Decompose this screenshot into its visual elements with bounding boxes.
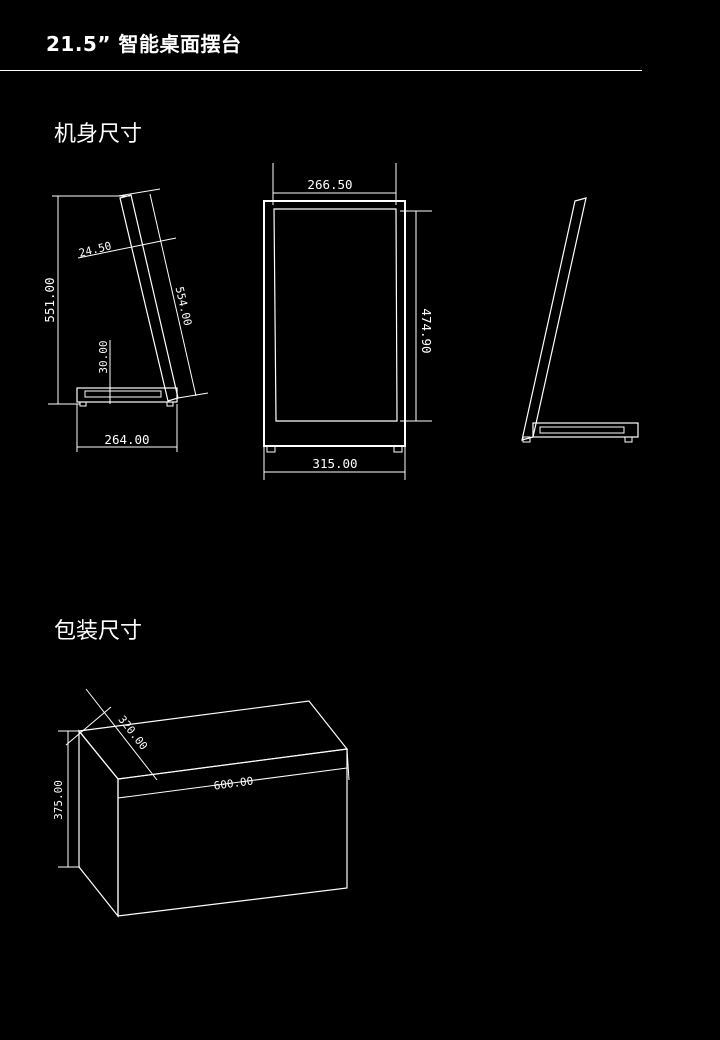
screen-length-bottom-ext: [177, 392, 209, 399]
page-title: 21.5” 智能桌面摆台: [46, 32, 242, 56]
profile-base-vent: [539, 426, 625, 434]
side-base-foot-right: [166, 401, 174, 407]
screen-thickness-label: 24.50: [78, 239, 113, 260]
side-base-vent: [84, 390, 162, 398]
box-length-label: 600.00: [213, 774, 254, 792]
base-height-label: 30.00: [97, 340, 110, 373]
profile-foot-left: [522, 436, 531, 443]
thickness-top-ext: [117, 188, 161, 197]
front-screen-area: [273, 208, 398, 422]
front-view-drawing: 266.50 474.90 315.00: [263, 163, 434, 480]
overall-height-label: 551.00: [42, 277, 57, 322]
thickness-dim-line: [77, 237, 177, 259]
box-depth-dim-line: [85, 688, 158, 781]
profile-foot-right: [624, 436, 633, 443]
side-screen-body: [119, 194, 179, 402]
side-base-foot-left: [79, 401, 87, 407]
box-length-dim-line: [117, 767, 348, 799]
base-depth-label: 264.00: [104, 432, 149, 447]
front-outer-frame: [263, 200, 406, 447]
box-height-label: 375.00: [52, 780, 65, 820]
screen-height-label: 474.90: [419, 308, 434, 353]
front-foot-left: [266, 445, 276, 453]
box-left-face: [78, 729, 119, 918]
overall-width-label: 315.00: [312, 456, 357, 471]
side-base: [76, 387, 178, 403]
package-dimensions-heading: 包装尺寸: [54, 619, 143, 644]
profile-base: [532, 422, 639, 438]
profile-screen-body: [521, 197, 587, 441]
side-view-profile: [521, 197, 639, 443]
front-foot-right: [393, 445, 403, 453]
box-length-right-ext: [346, 748, 350, 781]
side-view-drawing: 551.00 24.50 554.00 30.00 264.00: [42, 188, 209, 452]
body-dimensions-heading: 机身尺寸: [54, 122, 143, 147]
screen-length-dim-line: [149, 193, 197, 397]
box-top-face: [77, 700, 349, 780]
screen-width-label: 266.50: [307, 177, 352, 192]
box-depth-top-ext: [65, 706, 112, 746]
package-box-drawing: 320.00 600.00 375.00: [52, 688, 350, 918]
title-divider: [0, 70, 642, 71]
